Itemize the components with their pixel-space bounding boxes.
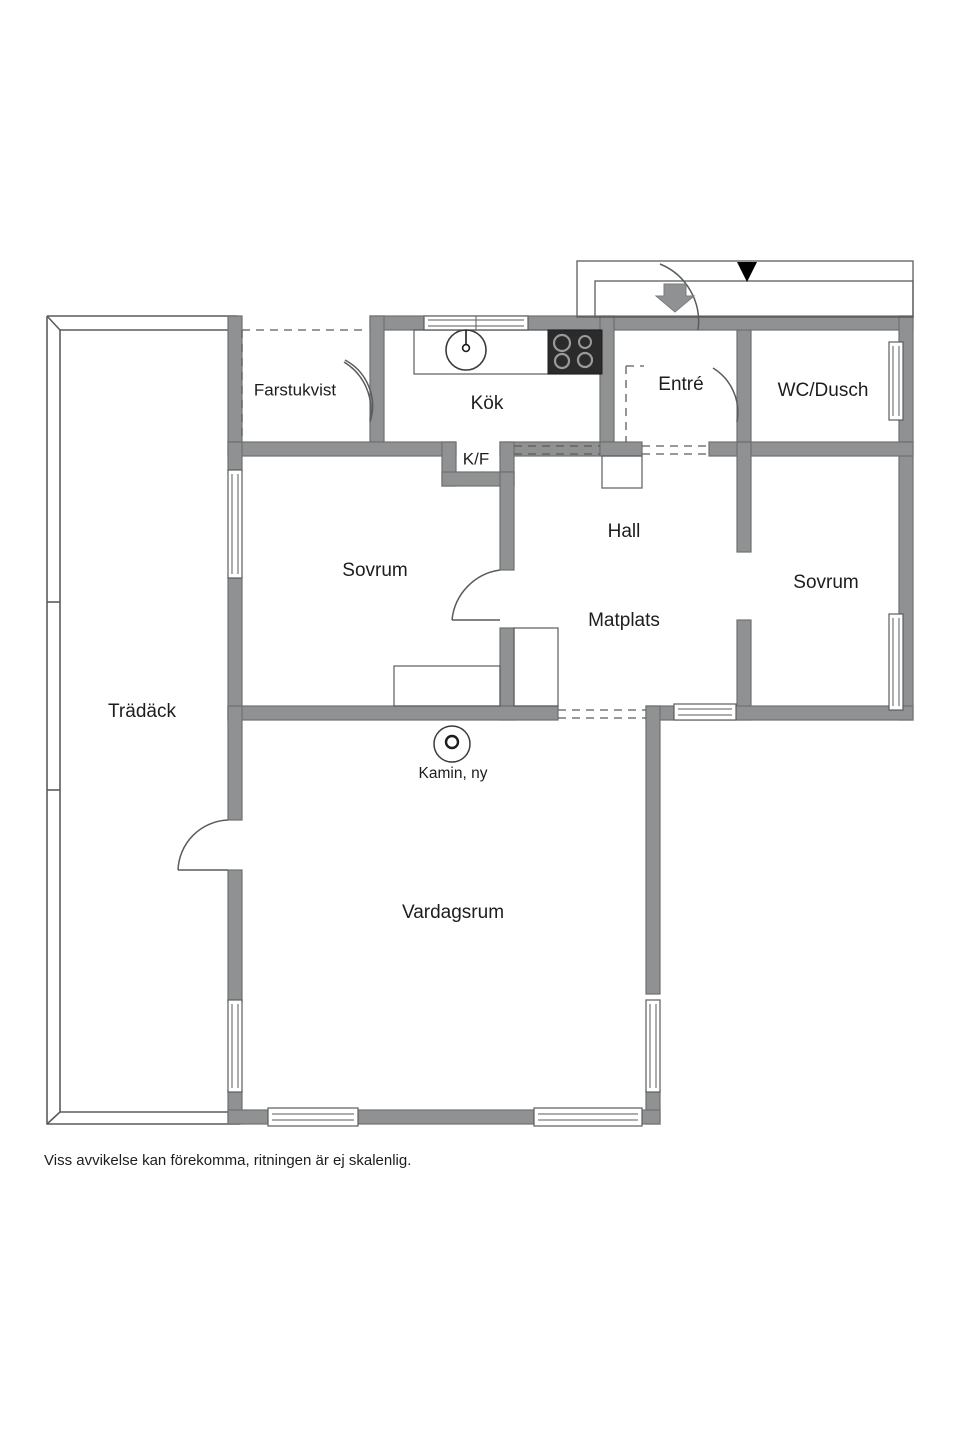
room-label-sovrum-2: Sovrum bbox=[793, 572, 858, 593]
fixture-label-kamin: Kamin, ny bbox=[419, 765, 488, 782]
walls bbox=[227, 315, 914, 1125]
wall-sovrum1-right-upper bbox=[499, 471, 515, 571]
fixture-labels: Kamin, ny bbox=[419, 765, 488, 782]
window-vardagsrum-bottom-left bbox=[267, 1107, 359, 1127]
door-entre-wc bbox=[712, 367, 739, 423]
entrance-direction-arrow bbox=[654, 283, 696, 313]
wall-sovrum1-left bbox=[227, 441, 243, 471]
door-entrance bbox=[659, 263, 700, 331]
wall-hall-sovrum2-lower bbox=[736, 619, 752, 721]
window-sovrum1 bbox=[227, 469, 243, 579]
roof-ridge-arrow bbox=[737, 262, 757, 282]
room-label-farstukvist: Farstukvist bbox=[254, 380, 336, 399]
window-matplats bbox=[673, 703, 737, 721]
wall-vardagsrum-left-upper bbox=[227, 705, 243, 821]
door-vardagsrum-terrace bbox=[177, 819, 229, 871]
wall-vardagsrum-right-upper bbox=[645, 705, 661, 995]
wall-entre-wc bbox=[736, 329, 752, 443]
windows bbox=[227, 315, 904, 1127]
room-label-kf: K/F bbox=[463, 449, 489, 468]
room-label-wc-dusch: WC/Dusch bbox=[778, 380, 869, 401]
stove-circle-icon bbox=[433, 725, 471, 763]
room-label-kok: Kök bbox=[471, 393, 504, 414]
deck-outline bbox=[46, 315, 240, 1125]
dashed-openings bbox=[241, 329, 709, 719]
window-wc bbox=[888, 341, 904, 421]
wall-hall-sovrum2-upper bbox=[736, 441, 752, 553]
room-label-vardagsrum: Vardagsrum bbox=[402, 902, 504, 923]
window-vardagsrum-left bbox=[227, 999, 243, 1093]
wall-under-farstukvist bbox=[227, 441, 457, 457]
wall-under-wc bbox=[708, 441, 914, 457]
room-label-matplats: Matplats bbox=[588, 610, 660, 631]
wall-vardagsrum-bottom-right bbox=[639, 1109, 661, 1125]
entre-closet bbox=[601, 455, 643, 489]
door-sovrum1 bbox=[451, 569, 501, 621]
cooktop-four-burner-icon bbox=[547, 329, 603, 375]
wall-vardagsrum-left-mid bbox=[227, 869, 243, 1003]
room-label-tradack: Trädäck bbox=[108, 701, 176, 722]
matplats-cabinet bbox=[513, 627, 559, 707]
room-label-sovrum-1: Sovrum bbox=[342, 560, 407, 581]
door-swings bbox=[177, 263, 739, 871]
kitchen-sink-icon bbox=[445, 329, 487, 371]
entrance-annotation bbox=[576, 260, 914, 318]
wall-top-entre-wc bbox=[613, 315, 914, 331]
room-labels: Trädäck Farstukvist Kök K/F Entré WC/Dus… bbox=[108, 374, 868, 923]
wall-kok-left bbox=[369, 315, 385, 443]
wall-vardagsrum-bottom-mid bbox=[355, 1109, 535, 1125]
wall-under-entre bbox=[599, 441, 643, 457]
wall-sovrum1-left-lower bbox=[227, 577, 243, 721]
door-farstukvist bbox=[344, 359, 374, 423]
window-sovrum2 bbox=[888, 613, 904, 711]
wall-above-vardagsrum bbox=[227, 705, 559, 721]
room-label-entre: Entré bbox=[658, 374, 703, 395]
sovrum1-wardrobe bbox=[393, 665, 501, 707]
window-vardagsrum-right bbox=[645, 999, 661, 1093]
window-vardagsrum-bottom-right bbox=[533, 1107, 643, 1127]
disclaimer-note: Viss avvikelse kan förekomma, ritningen … bbox=[44, 1152, 412, 1169]
window-kok bbox=[423, 315, 529, 331]
wall-farstukvist-top-left bbox=[227, 315, 243, 443]
wall-vardagsrum-bottom-left bbox=[227, 1109, 271, 1125]
room-label-hall: Hall bbox=[608, 521, 641, 542]
